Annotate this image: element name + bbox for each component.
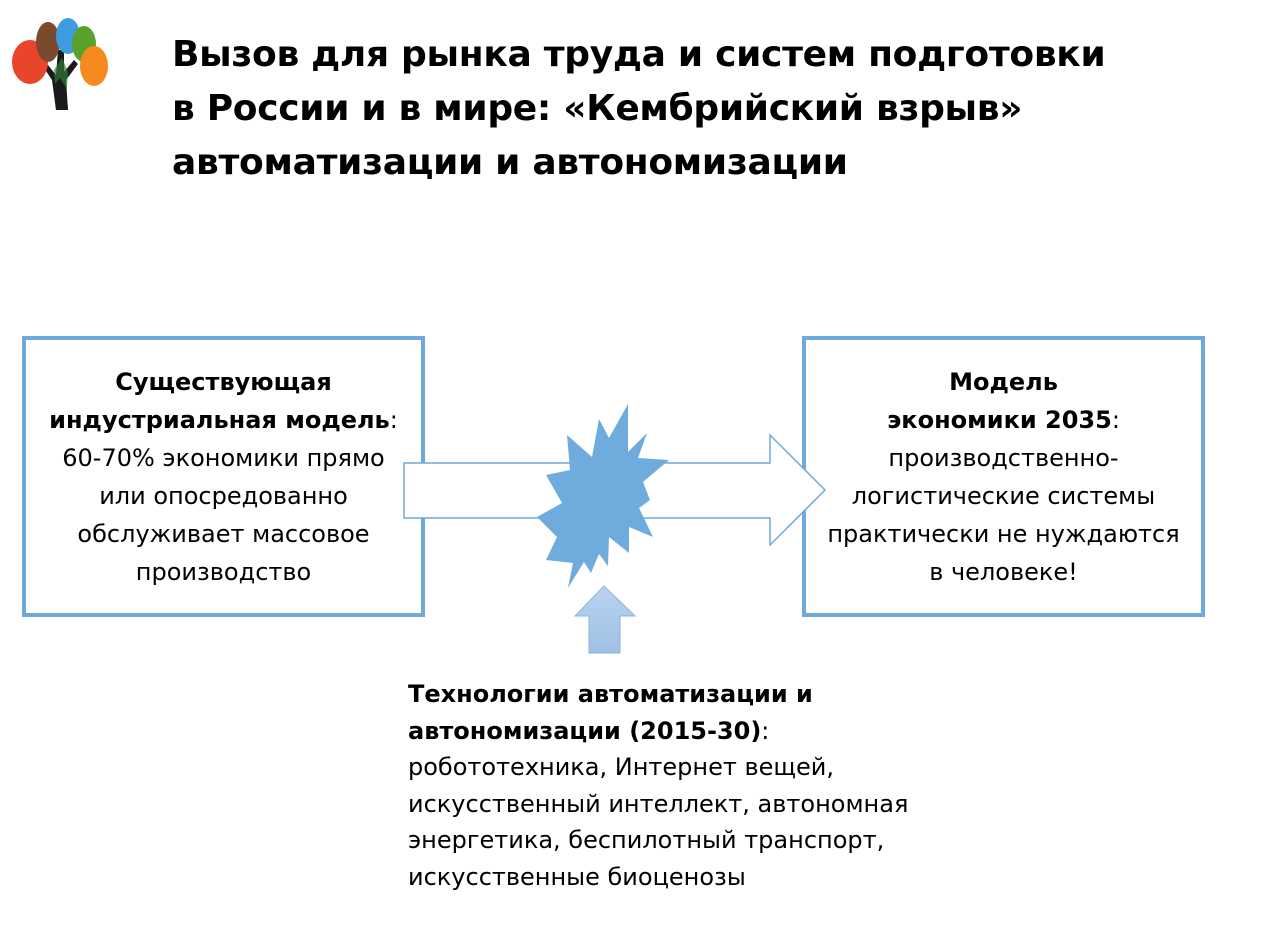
tree-logo: [12, 18, 108, 110]
box-text: практически не нуждаются: [827, 519, 1180, 548]
title-line: автоматизации и автономизации: [172, 142, 848, 183]
box-text: производство: [135, 557, 312, 586]
box-heading: индустриальная модель: [49, 405, 390, 434]
tech-heading: автономизации (2015-30): [408, 716, 762, 745]
box-text: логистические системы: [851, 481, 1156, 510]
colon: :: [1111, 405, 1120, 434]
box-text: обслуживает массовое: [77, 519, 370, 548]
technologies-text: Технологии автоматизации и автономизации…: [408, 676, 908, 895]
box-heading: экономики 2035: [887, 405, 1112, 434]
tech-text: энергетика, беспилотный транспорт,: [408, 826, 885, 854]
box-text: в человеке!: [929, 557, 1078, 586]
colon: :: [389, 405, 398, 434]
tech-text: искусственный интеллект, автономная: [408, 789, 909, 818]
slide-title: Вызов для рынка труда и систем подготовк…: [172, 28, 1106, 190]
up-arrow: [573, 585, 637, 654]
tech-text: искусственные биоценозы: [408, 862, 746, 891]
tech-text: робототехника, Интернет вещей,: [408, 753, 834, 781]
box-heading: Существующая: [115, 367, 332, 396]
box-text: производственно-: [888, 443, 1119, 472]
title-line: в России и в мире: «Кембрийский взрыв»: [172, 88, 1023, 129]
current-model-box: Существующая индустриальная модель: 60-7…: [22, 336, 425, 617]
title-line: Вызов для рынка труда и систем подготовк…: [172, 34, 1106, 75]
box-text: 60-70% экономики прямо: [62, 443, 385, 472]
box-heading: Модель: [949, 367, 1058, 396]
colon: :: [761, 716, 770, 745]
box-text: или опосредованно: [99, 481, 348, 510]
explosion-icon: [537, 404, 669, 588]
future-model-box: Модель экономики 2035: производственно- …: [802, 336, 1205, 617]
tech-heading: Технологии автоматизации и: [408, 680, 813, 708]
